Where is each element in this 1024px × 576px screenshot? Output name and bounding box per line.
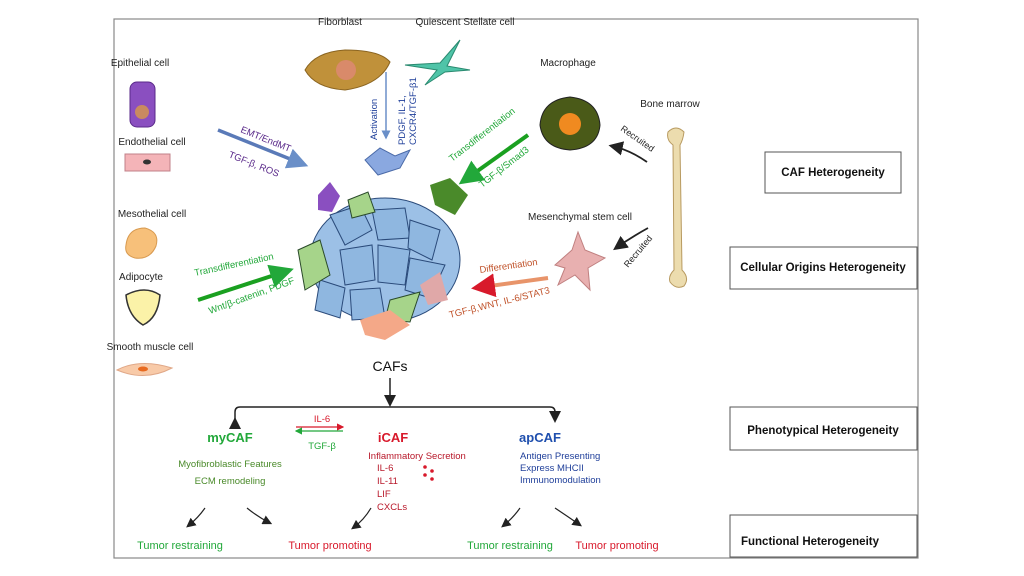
subtype-tree (229, 378, 561, 429)
pdgf-label-line2: CXCR4/TGF-β1 (408, 77, 419, 145)
differentiation-label: Differentiation (479, 257, 538, 276)
origin-cells: Fiborblast Quiescent Stellate cell Epith… (107, 17, 701, 376)
caf-pink-icon (420, 272, 448, 305)
phenotypical-heterogeneity-label: Phenotypical Heterogeneity (747, 425, 899, 437)
stellate-label: Quiescent Stellate cell (416, 17, 515, 28)
function-tumor-promoting: Tumor promoting (575, 540, 658, 552)
icaf-factor: IL-6 (377, 463, 393, 474)
functional-heterogeneity-box (729, 514, 918, 558)
differentiation-arrow-icon (471, 273, 549, 298)
left-trans-arrow-icon (197, 264, 294, 302)
mycaf-feature: Myofibroblastic Features (178, 459, 282, 470)
endothelial-label: Endothelial cell (118, 137, 185, 148)
recruited-label-2: Recruited (622, 233, 654, 269)
tumor-cell-cluster (297, 147, 468, 340)
bone-marrow-label: Bone marrow (640, 99, 700, 110)
caf-green-icon (430, 178, 468, 215)
origins-heterogeneity-label: Cellular Origins Heterogeneity (740, 262, 906, 274)
icaf-factor: IL-11 (377, 476, 398, 487)
function-tumor-restraining: Tumor restraining (467, 540, 553, 552)
cafs-label: CAFs (373, 358, 408, 374)
macrophage-trans-label: Transdifferentiation (447, 106, 517, 164)
function-arrows (186, 507, 582, 530)
fibroblast-nucleus-icon (336, 60, 356, 80)
msc-label: Mesenchymal stem cell (528, 212, 632, 223)
icaf-factor: LIF (377, 489, 391, 500)
epithelial-cell-icon (129, 81, 156, 128)
left-trans-label: Transdifferentiation (193, 251, 274, 279)
mycaf-feature: ECM remodeling (195, 476, 266, 487)
origins-heterogeneity-box (729, 246, 918, 290)
apcaf-label: apCAF (519, 430, 561, 445)
activation-label: Activation (369, 99, 380, 140)
recruited-arrow-1-icon (608, 141, 648, 163)
stellate-cell-icon (404, 39, 471, 86)
apcaf-feature: Express MHCII (520, 463, 584, 474)
figure-frame (113, 18, 919, 559)
smooth-muscle-nucleus-icon (138, 366, 148, 372)
emt-arrow-icon (217, 128, 309, 169)
epithelial-label: Epithelial cell (111, 58, 169, 69)
msc-signals-label: TGF-β,WNT, IL-6/STAT3 (448, 285, 551, 321)
il6-label: IL-6 (314, 414, 330, 425)
tgf-ros-label: TGF-β, ROS (227, 150, 281, 180)
secretion-dots-icon (423, 465, 434, 481)
caf-heterogeneity-box (764, 151, 902, 194)
fibroblast-label: Fiborblast (318, 17, 362, 28)
tgfb-label: TGF-β (308, 441, 336, 452)
functional-heterogeneity-label: Functional Heterogeneity (741, 536, 880, 548)
smooth-muscle-label: Smooth muscle cell (107, 342, 194, 353)
msc-cell-icon (553, 230, 607, 292)
caf-heterogeneity-label: CAF Heterogeneity (781, 167, 885, 179)
pdgf-label-line1: PDGF, IL-1, (397, 95, 408, 145)
icaf-factor: CXCLs (377, 502, 407, 513)
endothelial-nucleus-icon (143, 159, 151, 165)
icaf-heading: Inflammatory Secretion (368, 451, 466, 462)
caf-purple-icon (318, 182, 340, 212)
epithelial-nucleus-icon (135, 105, 149, 119)
bone-icon (667, 127, 688, 288)
phenotypical-heterogeneity-box (729, 406, 918, 451)
adipocyte-cell-icon (125, 289, 161, 326)
macrophage-arrow-icon (458, 133, 530, 185)
heterogeneity-levels: CAF Heterogeneity Cellular Origins Heter… (729, 151, 918, 558)
function-tumor-restraining: Tumor restraining (137, 540, 223, 552)
activated-caf-blue-icon (364, 147, 412, 176)
mesothelial-cell-icon (125, 227, 158, 259)
apcaf-feature: Immunomodulation (520, 475, 601, 486)
adipocyte-label: Adipocyte (119, 272, 163, 283)
recruited-arrow-2-icon (613, 227, 649, 251)
apcaf-feature: Antigen Presenting (520, 451, 600, 462)
macrophage-label: Macrophage (540, 58, 596, 69)
caf-salmon-icon (360, 310, 410, 340)
function-tumor-promoting: Tumor promoting (288, 540, 371, 552)
mycaf-label: myCAF (207, 430, 253, 445)
icaf-label: iCAF (378, 430, 408, 445)
mesothelial-label: Mesothelial cell (118, 209, 186, 220)
macrophage-nucleus-icon (559, 113, 581, 135)
